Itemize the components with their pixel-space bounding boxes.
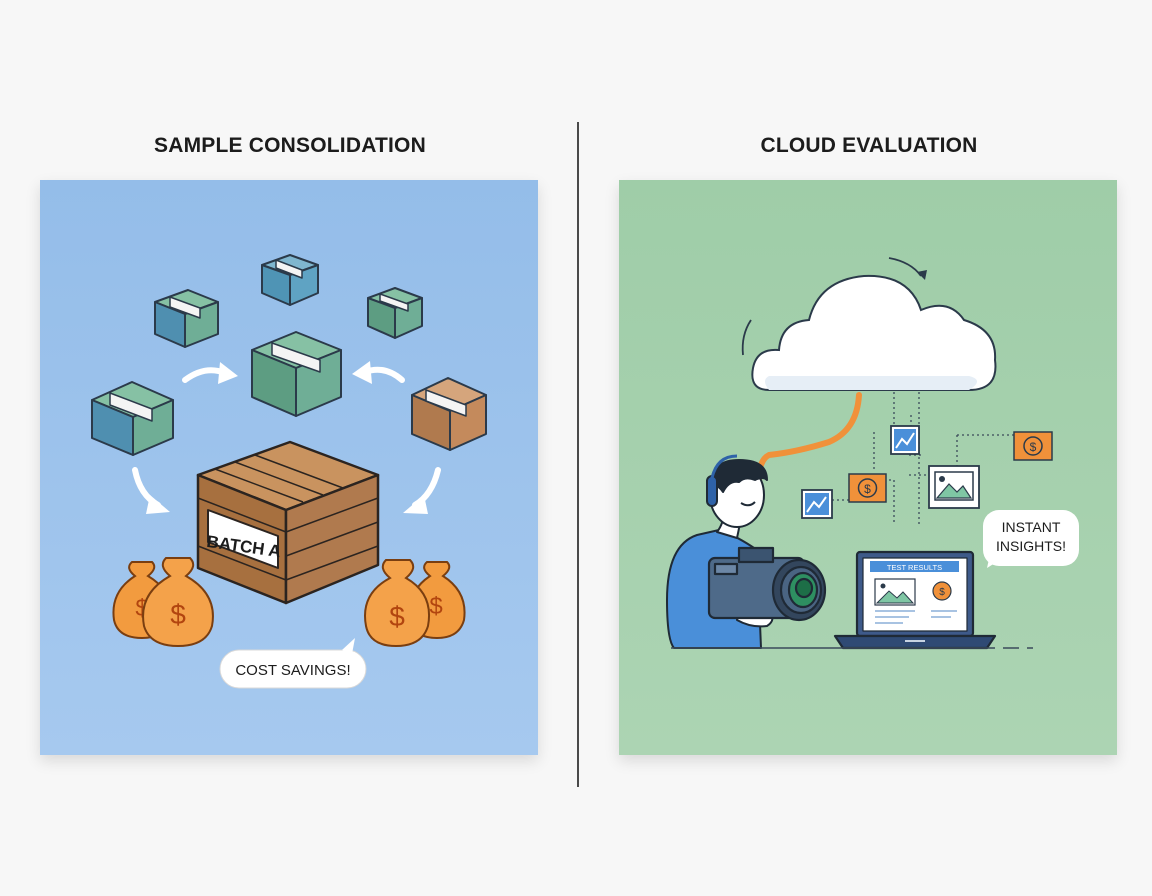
laptop-chart-icon — [874, 578, 916, 606]
test-results-header: TEST RESULTS — [887, 563, 942, 572]
laptop-result-lines — [875, 610, 957, 624]
coin-symbol: $ — [939, 587, 945, 598]
box-top-icon — [261, 254, 319, 306]
money-bag-symbol: $ — [429, 593, 442, 620]
panel-divider — [577, 122, 579, 787]
coin-symbol: $ — [864, 482, 871, 496]
box-upper-left-icon — [154, 289, 219, 348]
cloud-evaluation-title: CLOUD EVALUATION — [760, 134, 978, 157]
image-tile-top-icon — [890, 425, 920, 455]
coin-tag-center-icon — [848, 473, 887, 503]
cloud-icon — [751, 274, 997, 391]
money-bag-left-front-icon — [142, 557, 214, 648]
data-cable — [756, 392, 862, 483]
image-tile-large-icon — [928, 465, 980, 509]
arrow-right-to-center-icon — [352, 361, 405, 384]
sample-consolidation-panel: BATCH A $ $ $ $ COST SAVINGS! — [40, 180, 538, 755]
arrow-down-left-icon — [132, 467, 170, 514]
cloud-evaluation-panel: $ $ — [619, 180, 1117, 755]
cloud-evaluation-illustration: $ $ — [666, 257, 1079, 650]
cloud-rotation-arrow-icon — [741, 257, 927, 356]
data-connection-lines — [832, 392, 1014, 525]
sample-consolidation-title: SAMPLE CONSOLIDATION — [154, 134, 426, 157]
box-center-icon — [251, 331, 342, 417]
instant-insights-line2: INSIGHTS! — [996, 538, 1066, 554]
arrow-left-to-center-icon — [182, 362, 238, 384]
money-bag-symbol: $ — [389, 601, 405, 632]
laptop-coin-icon — [932, 581, 952, 601]
camera-icon — [707, 546, 827, 622]
arrow-down-right-icon — [403, 467, 441, 514]
money-bag-symbol: $ — [170, 599, 186, 630]
test-results-header-bar — [870, 561, 959, 572]
coin-symbol: $ — [1030, 440, 1037, 454]
instant-insights-line1: INSTANT — [1002, 519, 1061, 535]
consolidation-illustration: BATCH A $ $ $ $ COST SAVINGS! — [91, 254, 487, 689]
box-left-icon — [91, 381, 174, 456]
money-bag-right-front-icon — [364, 559, 430, 648]
instant-insights-bubble — [983, 510, 1079, 568]
crate-icon — [196, 440, 380, 605]
image-tile-left-icon — [801, 489, 833, 519]
cost-savings-text: COST SAVINGS! — [235, 662, 350, 679]
box-right-icon — [411, 377, 487, 451]
box-upper-right-icon — [367, 287, 423, 339]
cost-savings-bubble — [219, 638, 367, 689]
coin-tag-right-icon — [1013, 431, 1053, 461]
